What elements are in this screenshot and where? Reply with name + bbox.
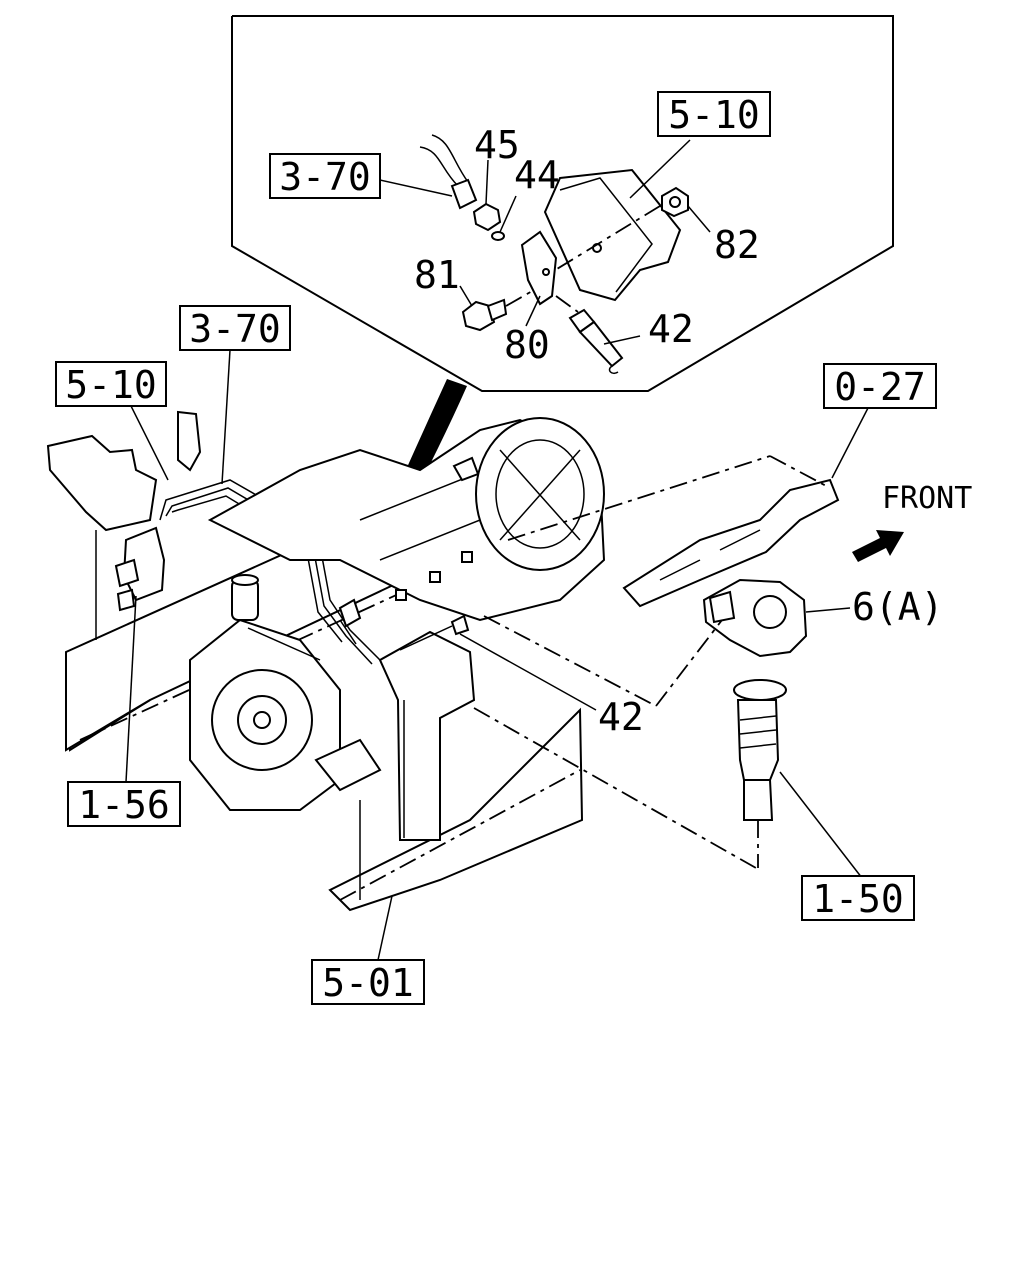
callout-main-1-56: 1-56 [78, 783, 170, 827]
callout-box-main-0-27 [823, 363, 937, 409]
part-number-42-main: 42 [598, 695, 644, 739]
part-number-6a: 6(A) [852, 585, 944, 629]
hose-part [419, 134, 478, 210]
nut-82 [661, 186, 689, 218]
front-label: FRONT [882, 481, 972, 516]
frame-rail-lower [328, 707, 584, 912]
callout-main-5-10: 5-10 [65, 363, 157, 407]
bracket-80 [520, 230, 558, 306]
washer-44 [491, 231, 505, 241]
part-number-44: 44 [514, 153, 560, 197]
bracket-5-10 [543, 168, 682, 302]
part-number-81: 81 [414, 253, 460, 297]
filter-canister [231, 574, 321, 661]
part-number-80: 80 [504, 323, 550, 367]
part-number-45: 45 [474, 123, 520, 167]
main-assembly: 3-70 5-10 0-27 1-56 1-50 5-01 42 6(A) FR… [46, 305, 972, 1005]
centerline-c [655, 619, 723, 707]
callout-main-5-01: 5-01 [322, 961, 414, 1005]
callout-box-main-3-70 [179, 305, 291, 351]
inset-frame [231, 15, 894, 392]
part-number-42-inset: 42 [648, 307, 694, 351]
sensor-unit-1-56 [114, 526, 166, 612]
callout-box-main-1-56 [67, 781, 181, 827]
callout-main-0-27: 0-27 [834, 365, 926, 409]
exhaust-pipe [507, 455, 840, 608]
callout-box-inset-5-10 [657, 91, 771, 137]
callout-main-3-70: 3-70 [189, 307, 281, 351]
engine-block [189, 618, 382, 811]
nut-45 [472, 202, 502, 232]
callout-box-inset-3-70 [269, 153, 381, 199]
flex-pipe [736, 699, 780, 868]
centerline-b [483, 615, 657, 707]
cross-member [378, 630, 476, 841]
callout-main-1-50: 1-50 [812, 877, 904, 921]
callout-box-main-5-01 [311, 959, 425, 1005]
callout-inset-3-70: 3-70 [279, 155, 371, 199]
callout-box-main-5-10 [55, 361, 167, 407]
callout-inset-5-10: 5-10 [668, 93, 760, 137]
callout-box-main-1-50 [801, 875, 915, 921]
sensor-42-main [338, 598, 470, 651]
flywheel-housing [475, 417, 605, 571]
left-bracket [46, 410, 202, 640]
part-number-82: 82 [714, 223, 760, 267]
centerline-a [473, 707, 757, 869]
bolt-81 [461, 298, 508, 332]
arrow-icon [852, 530, 904, 562]
sensor-42 [568, 308, 624, 375]
exhaust-brake-6a [702, 578, 808, 701]
